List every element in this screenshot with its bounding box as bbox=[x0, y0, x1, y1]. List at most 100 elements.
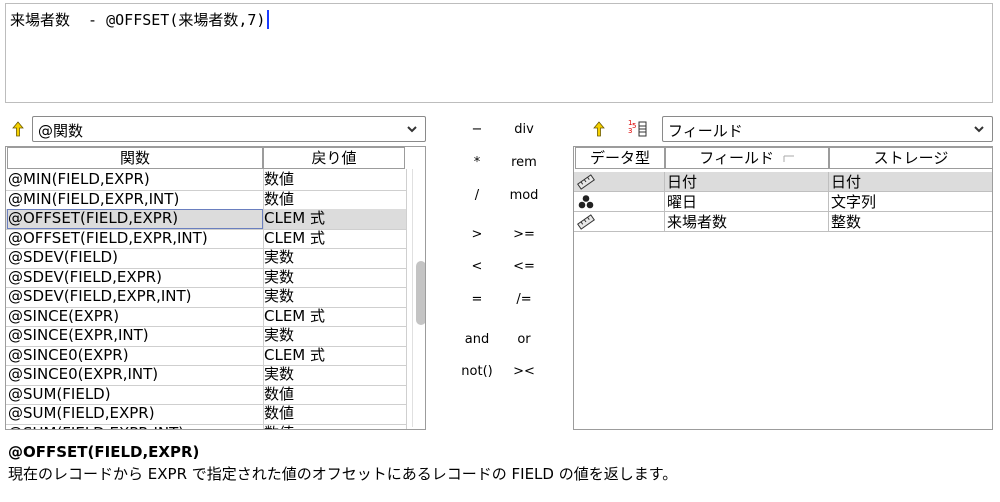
column-header-function[interactable]: 関数 bbox=[7, 147, 263, 169]
sort-indicator-icon bbox=[783, 155, 794, 162]
field-name: 日付 bbox=[665, 172, 829, 192]
function-return-type: 実数 bbox=[264, 326, 295, 344]
not-equal-alt-operator[interactable]: >< bbox=[513, 364, 535, 379]
function-name: @SINCE0(EXPR,INT) bbox=[8, 365, 159, 383]
rem-operator[interactable]: rem bbox=[511, 155, 537, 170]
function-name: @SDEV(FIELD,EXPR) bbox=[8, 267, 162, 286]
ruler-icon bbox=[577, 214, 595, 230]
function-row[interactable]: @SDEV(FIELD)実数 bbox=[6, 248, 406, 268]
function-row[interactable]: @SUM(FIELD,EXPR) 数値 bbox=[6, 404, 406, 424]
function-return-type: CLEM 式 bbox=[264, 228, 326, 247]
column-divider bbox=[263, 169, 264, 429]
field-name: 曜日 bbox=[665, 192, 829, 212]
less-equal-operator[interactable]: <= bbox=[513, 259, 535, 274]
greater-equal-operator[interactable]: >= bbox=[513, 227, 535, 242]
function-return-type: CLEM 式 bbox=[264, 209, 326, 227]
row-divider bbox=[6, 326, 406, 327]
column-header-type[interactable]: データ型 bbox=[575, 147, 665, 169]
function-name: @SINCE(EXPR) bbox=[8, 306, 120, 325]
svg-text:1: 1 bbox=[628, 119, 632, 127]
function-name: @OFFSET(FIELD,EXPR,INT) bbox=[8, 228, 208, 247]
row-divider bbox=[6, 384, 406, 386]
or-operator[interactable]: or bbox=[517, 332, 531, 347]
function-list-scrollbar[interactable] bbox=[412, 169, 425, 427]
field-values-icon[interactable]: 1 5 3 bbox=[627, 117, 649, 139]
function-return-type: 数値 bbox=[264, 424, 294, 430]
field-type-cell bbox=[574, 192, 665, 212]
function-return-type: CLEM 式 bbox=[264, 345, 326, 364]
field-type-cell bbox=[574, 212, 665, 232]
div-operator[interactable]: div bbox=[514, 122, 534, 137]
function-row[interactable]: @MIN(FIELD,EXPR,INT)数値 bbox=[6, 190, 406, 210]
selection-outline bbox=[7, 209, 263, 229]
greater-operator[interactable]: > bbox=[471, 227, 483, 242]
scrollbar-thumb[interactable] bbox=[416, 261, 425, 325]
function-name: @OFFSET(FIELD,EXPR) bbox=[8, 209, 179, 227]
field-storage: 整数 bbox=[829, 212, 992, 232]
field-storage: 文字列 bbox=[829, 192, 992, 212]
less-operator[interactable]: < bbox=[471, 259, 483, 274]
function-return-type: 数値 bbox=[264, 384, 295, 403]
function-row[interactable]: @OFFSET(FIELD,EXPR,INT) CLEM 式 bbox=[6, 229, 406, 249]
field-list[interactable]: データ型 フィールド ストレージ 日付日付曜日文字列来場者数整数 bbox=[573, 146, 993, 430]
row-divider bbox=[6, 189, 406, 191]
function-row[interactable]: @SDEV(FIELD,EXPR) 実数 bbox=[6, 268, 406, 288]
insert-arrow-icon[interactable] bbox=[10, 120, 26, 138]
expression-editor[interactable]: 来場者数 - @OFFSET(来場者数,7) bbox=[5, 3, 993, 103]
function-category-select[interactable]: @関数 bbox=[32, 116, 426, 142]
field-storage: 日付 bbox=[829, 172, 992, 192]
row-divider bbox=[6, 228, 406, 230]
expression-text: 来場者数 - @OFFSET(来場者数,7) bbox=[10, 11, 266, 29]
mod-operator[interactable]: mod bbox=[509, 188, 539, 203]
function-name: @SINCE0(EXPR) bbox=[8, 345, 129, 364]
divide-operator[interactable]: / bbox=[474, 188, 480, 203]
function-row[interactable]: @OFFSET(FIELD,EXPR) CLEM 式 bbox=[6, 209, 406, 229]
function-return-type: 実数 bbox=[264, 365, 295, 383]
function-row[interactable]: @SINCE0(EXPR) CLEM 式 bbox=[6, 346, 406, 366]
nominal-icon bbox=[578, 195, 594, 209]
function-row[interactable]: @SINCE0(EXPR,INT) 実数 bbox=[6, 365, 406, 385]
function-return-type: 数値 bbox=[264, 404, 295, 422]
field-type-cell bbox=[574, 172, 665, 192]
field-category-select[interactable]: フィールド bbox=[662, 116, 993, 142]
function-row[interactable]: @SINCE(EXPR)CLEM 式 bbox=[6, 307, 406, 327]
equal-operator[interactable]: = bbox=[471, 292, 483, 307]
function-list[interactable]: 関数 戻り値 @MIN(FIELD,EXPR)数値@MIN(FIELD,EXPR… bbox=[5, 146, 426, 430]
and-operator[interactable]: and bbox=[464, 332, 490, 347]
chevron-down-icon bbox=[974, 126, 984, 133]
function-row[interactable]: @SUM(FIELD)数値 bbox=[6, 385, 406, 405]
function-row[interactable]: @SINCE(EXPR,INT) 実数 bbox=[6, 326, 406, 346]
not-equal-operator[interactable]: /= bbox=[516, 292, 532, 307]
multiply-operator[interactable]: * bbox=[473, 155, 481, 170]
field-category-value: フィールド bbox=[668, 122, 743, 140]
field-name: 来場者数 bbox=[665, 212, 829, 232]
function-name: @SUM(FIELD,EXPR) bbox=[8, 404, 155, 422]
function-return-type: 数値 bbox=[264, 189, 295, 208]
field-row[interactable]: 日付日付 bbox=[574, 172, 992, 192]
minus-operator[interactable]: − bbox=[471, 122, 483, 137]
function-name: @SUM(FIELD,EXPR,INT) bbox=[8, 424, 184, 430]
function-row[interactable]: @SDEV(FIELD,EXPR,INT)実数 bbox=[6, 287, 406, 307]
row-divider bbox=[6, 248, 406, 249]
column-divider bbox=[406, 169, 407, 429]
row-divider bbox=[6, 267, 406, 269]
chevron-down-icon bbox=[407, 126, 417, 133]
function-row[interactable]: @SUM(FIELD,EXPR,INT) 数値 bbox=[6, 424, 406, 430]
function-return-type: 実数 bbox=[264, 267, 295, 286]
function-name: @SINCE(EXPR,INT) bbox=[8, 326, 149, 344]
field-row[interactable]: 来場者数整数 bbox=[574, 212, 992, 232]
function-return-type: 実数 bbox=[264, 287, 295, 305]
insert-field-arrow-icon[interactable] bbox=[591, 120, 607, 138]
row-divider bbox=[6, 287, 406, 288]
column-header-storage[interactable]: ストレージ bbox=[829, 147, 992, 169]
column-header-field[interactable]: フィールド bbox=[665, 147, 829, 169]
row-divider bbox=[6, 365, 406, 366]
function-name: @MIN(FIELD,EXPR) bbox=[8, 170, 150, 188]
description-text: 現在のレコードから EXPR で指定された値のオフセットにあるレコードの FIE… bbox=[8, 465, 678, 483]
row-divider bbox=[6, 345, 406, 347]
function-row[interactable]: @MIN(FIELD,EXPR)数値 bbox=[6, 170, 406, 190]
svg-text:5: 5 bbox=[632, 122, 636, 130]
field-row[interactable]: 曜日文字列 bbox=[574, 192, 992, 212]
not-operator[interactable]: not() bbox=[461, 364, 493, 379]
column-header-return[interactable]: 戻り値 bbox=[263, 147, 405, 169]
